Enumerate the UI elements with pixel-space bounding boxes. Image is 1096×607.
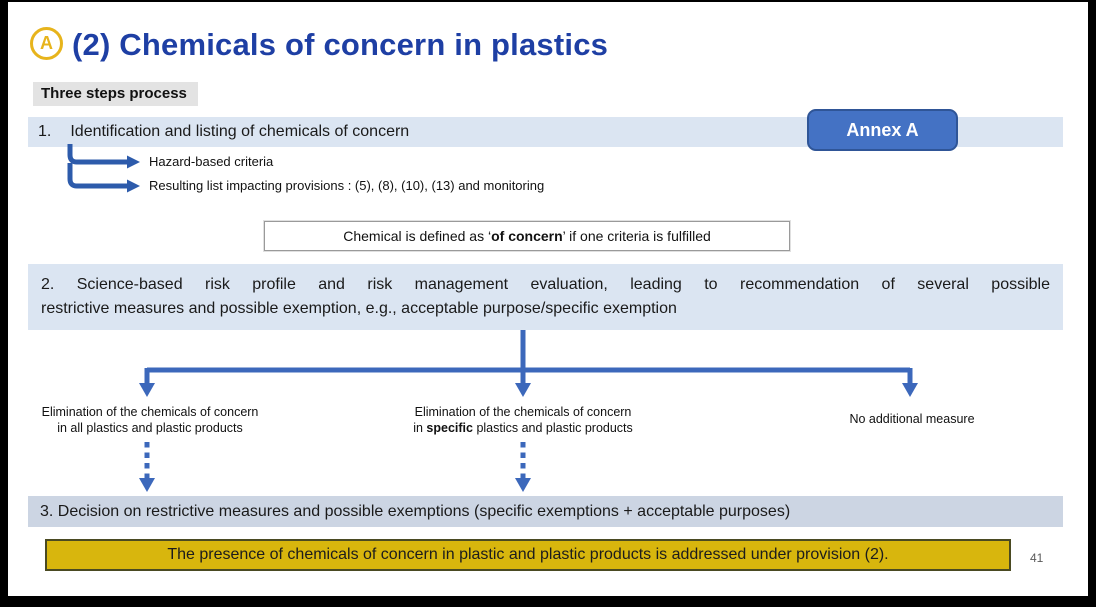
step2-line1: 2. Science-based risk profile and risk m… (41, 276, 1050, 293)
branch-center-suffix: plastics and plastic products (472, 420, 633, 435)
definition-bold: of concern (491, 228, 563, 244)
branch-label-left: Elimination of the chemicals of concern … (10, 405, 290, 436)
branch-center-line1: Elimination of the chemicals of concern (414, 405, 632, 419)
elbow-arrows-icon (67, 144, 140, 193)
bullet-resulting-list: Resulting list impacting provisions : (5… (149, 178, 545, 193)
definition-box: Chemical is defined as ‘of concern’ if o… (263, 220, 791, 252)
branch-label-center: Elimination of the chemicals of concern … (383, 405, 663, 436)
slide: A (2) Chemicals of concern in plastics T… (8, 2, 1088, 596)
dotted-arrow-icon (515, 442, 531, 492)
slide-title: (2) Chemicals of concern in plastics (72, 27, 609, 62)
dotted-arrow-icon (139, 442, 155, 492)
branch-arrows-icon (139, 330, 918, 397)
step3-bar: 3. Decision on restrictive measures and … (28, 496, 1063, 527)
step1-text: Identification and listing of chemicals … (70, 123, 410, 140)
step2-line2: restrictive measures and possible exempt… (41, 300, 677, 317)
step1-number: 1. (38, 123, 52, 140)
branch-label-right: No additional measure (849, 412, 975, 426)
step2-bar: 2. Science-based risk profile and risk m… (28, 264, 1063, 330)
step3-text: 3. Decision on restrictive measures and … (40, 502, 791, 520)
three-steps-label: Three steps process (33, 82, 198, 106)
conclusion-banner: The presence of chemicals of concern in … (45, 539, 1011, 571)
section-a-badge: A (30, 27, 63, 60)
section-letter: A (40, 33, 53, 53)
bullet-hazard-criteria: Hazard-based criteria (149, 154, 274, 169)
branch-left-line2: in all plastics and plastic products (57, 420, 243, 435)
definition-suffix: ’ if one criteria is fulfilled (562, 228, 711, 244)
definition-prefix: Chemical is defined as ‘ (343, 228, 492, 244)
annex-a-label: Annex A (846, 119, 919, 140)
annex-a-callout: Annex A (807, 109, 958, 151)
branch-center-bold: specific (426, 420, 473, 435)
branch-center-line2: in specific plastics and plastic product… (383, 421, 663, 437)
page-number: 41 (1030, 551, 1044, 565)
conclusion-text: The presence of chemicals of concern in … (167, 546, 889, 563)
branch-center-prefix: in (413, 420, 427, 435)
branch-left-line1: Elimination of the chemicals of concern (41, 405, 259, 419)
